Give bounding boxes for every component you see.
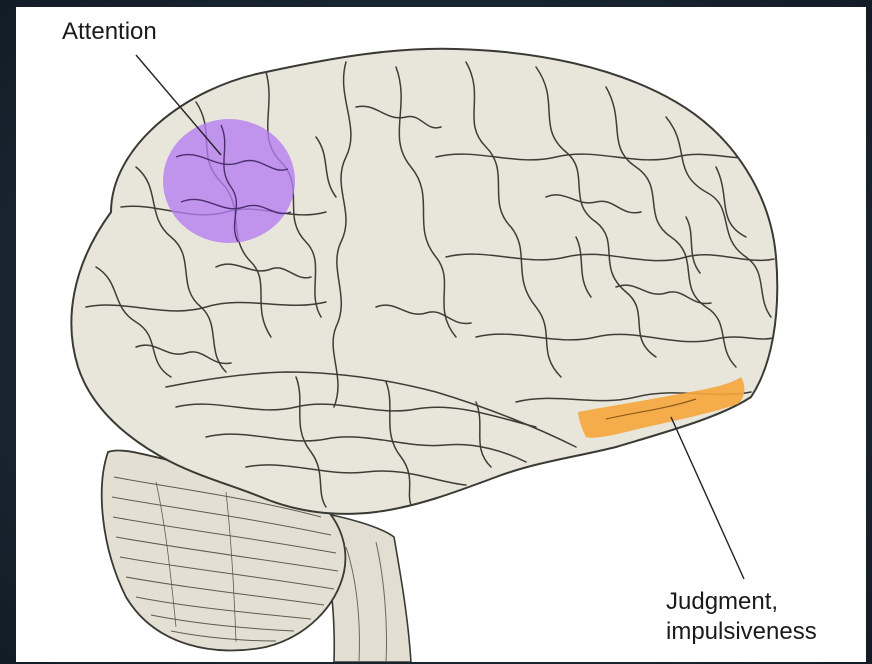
judgment-leader-line <box>671 417 744 579</box>
judgment-label-line1: Judgment, <box>666 587 817 617</box>
diagram-panel: Attention Judgment, impulsiveness <box>16 7 866 662</box>
attention-region <box>163 119 295 243</box>
judgment-label-line2: impulsiveness <box>666 617 817 647</box>
cerebrum <box>71 49 777 514</box>
brain-illustration <box>16 7 866 662</box>
attention-label: Attention <box>62 17 157 47</box>
judgment-label: Judgment, impulsiveness <box>666 587 817 647</box>
